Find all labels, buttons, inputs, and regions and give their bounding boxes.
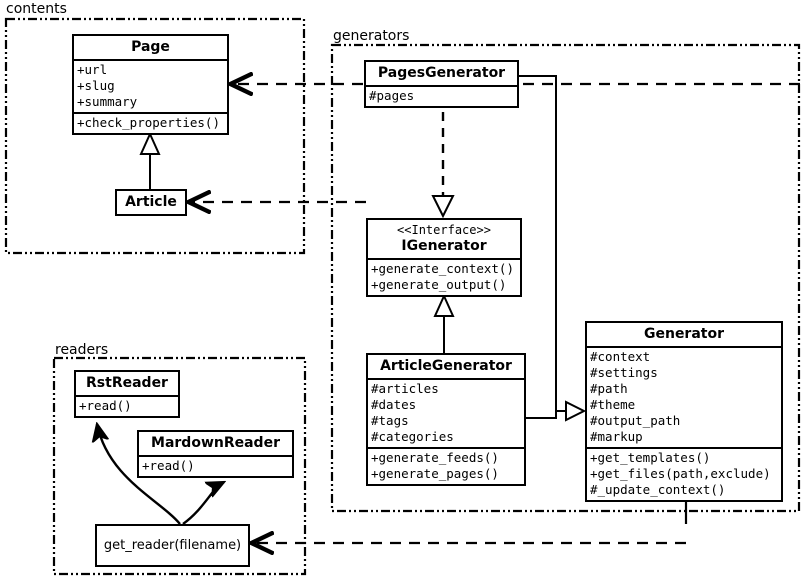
class-rstreader-methods: +read() xyxy=(76,395,178,416)
class-articlegenerator-name: ArticleGenerator xyxy=(380,358,512,374)
attribute-row: +summary xyxy=(77,94,138,109)
attribute-row: #context xyxy=(590,349,651,364)
class-box-rstreader[interactable]: RstReader +read() xyxy=(74,370,180,418)
class-igenerator-stereotype: <<Interface>> xyxy=(397,223,491,237)
class-mardownreader-methods: +read() xyxy=(139,455,292,476)
class-generator-attributes: #context #settings #path #theme #output_… xyxy=(587,346,781,447)
class-generator-name: Generator xyxy=(643,326,724,342)
method-row: +generate_context() xyxy=(371,261,514,276)
class-box-article[interactable]: Article xyxy=(115,189,187,216)
class-box-articlegenerator[interactable]: ArticleGenerator #articles #dates #tags … xyxy=(366,353,526,486)
class-articlegenerator-attributes: #articles #dates #tags #categories xyxy=(368,378,524,447)
attribute-row: +slug xyxy=(77,78,115,93)
class-pagesgenerator-attributes: #pages xyxy=(366,85,517,106)
class-rstreader-name: RstReader xyxy=(86,375,168,391)
class-box-generator[interactable]: Generator #context #settings #path #them… xyxy=(585,321,783,502)
attribute-row: #dates xyxy=(371,397,417,412)
method-row: +get_templates() xyxy=(590,450,711,465)
generalization-arrowhead-igenerator-bottom xyxy=(433,293,455,317)
attribute-row: #categories xyxy=(371,429,454,444)
package-label-generators: generators xyxy=(331,28,412,44)
method-row: +generate_feeds() xyxy=(371,450,499,465)
attribute-row: #settings xyxy=(590,365,658,380)
method-row: +generate_output() xyxy=(371,277,507,292)
class-igenerator-methods: +generate_context() +generate_output() xyxy=(368,258,520,295)
attribute-row: #tags xyxy=(371,413,409,428)
package-label-contents: contents xyxy=(4,1,69,17)
creates-getreader-mardownreader xyxy=(182,482,224,525)
attribute-row: #theme xyxy=(590,397,636,412)
class-igenerator-header: <<Interface>> IGenerator xyxy=(368,220,520,258)
attribute-row: #output_path xyxy=(590,413,681,428)
class-igenerator-name: IGenerator xyxy=(401,238,487,254)
method-row: +read() xyxy=(142,458,195,473)
package-label-readers: readers xyxy=(53,342,111,358)
generalization-arrowhead-page xyxy=(139,131,161,155)
function-get-reader-label: get_reader(filename) xyxy=(103,538,242,553)
attribute-row: +url xyxy=(77,62,108,77)
attribute-row: #path xyxy=(590,381,628,396)
generalization-arrowhead-generator xyxy=(565,400,587,422)
method-row: #_update_context() xyxy=(590,482,726,497)
attribute-row: #markup xyxy=(590,429,643,444)
class-generator-methods: +get_templates() +get_files(path,exclude… xyxy=(587,447,781,500)
attribute-row: #pages xyxy=(369,88,415,103)
class-articlegenerator-methods: +generate_feeds() +generate_pages() xyxy=(368,447,524,484)
function-box-get-reader[interactable]: get_reader(filename) xyxy=(95,524,250,567)
class-pagesgenerator-name: PagesGenerator xyxy=(377,65,506,81)
class-page-name: Page xyxy=(131,39,170,55)
class-box-pagesgenerator[interactable]: PagesGenerator #pages xyxy=(364,60,519,108)
method-row: +read() xyxy=(79,398,132,413)
class-page-methods: +check_properties() xyxy=(74,112,227,133)
method-row: +check_properties() xyxy=(77,115,220,130)
class-box-igenerator[interactable]: <<Interface>> IGenerator +generate_conte… xyxy=(366,218,522,297)
class-box-page[interactable]: Page +url +slug +summary +check_properti… xyxy=(72,34,229,135)
class-box-mardownreader[interactable]: MardownReader +read() xyxy=(137,430,294,478)
class-mardownreader-name: MardownReader xyxy=(151,435,280,451)
attribute-row: #articles xyxy=(371,381,439,396)
method-row: +get_files(path,exclude) xyxy=(590,466,771,481)
class-page-attributes: +url +slug +summary xyxy=(74,59,227,112)
method-row: +generate_pages() xyxy=(371,466,499,481)
realization-arrowhead-igenerator-top xyxy=(431,195,455,219)
generalization-articlegenerator-generator xyxy=(526,411,557,419)
generalization-pagesgenerator-generator xyxy=(519,75,566,412)
class-article-name: Article xyxy=(125,194,177,210)
